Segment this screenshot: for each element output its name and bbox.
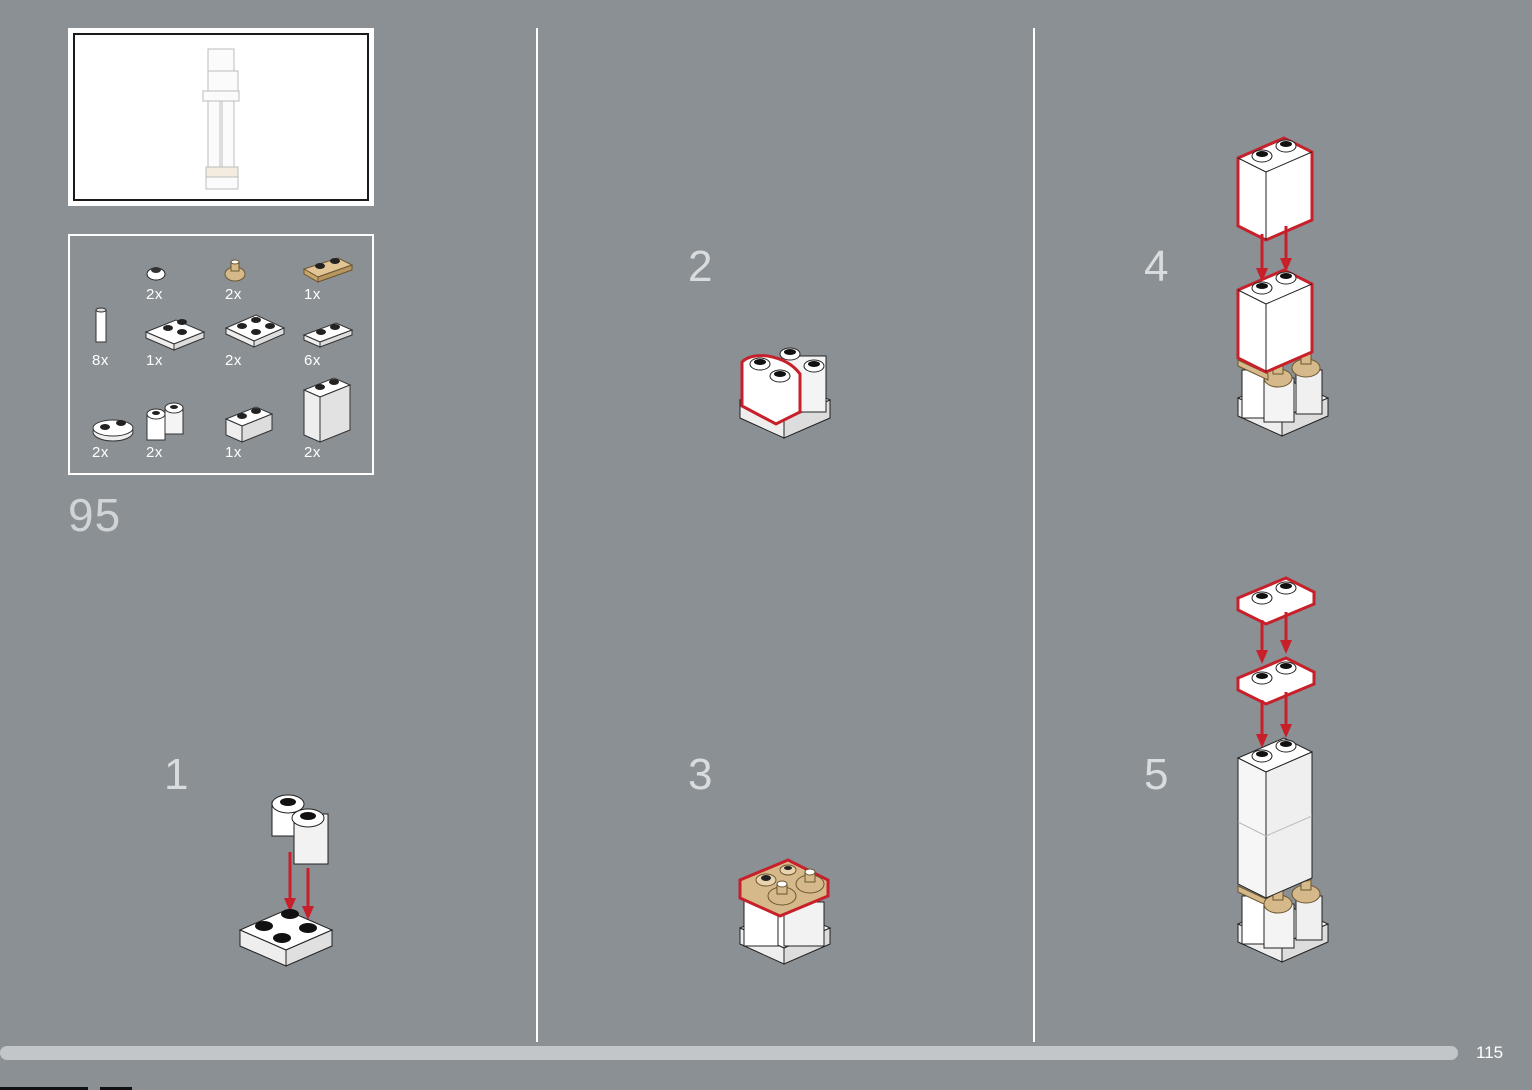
column-divider <box>536 28 538 1042</box>
step-5-diagram <box>1234 572 1334 972</box>
part-qty: 1x <box>304 286 321 303</box>
brick-1x2-white-icon <box>226 407 272 442</box>
step-number-5: 5 <box>1144 750 1168 800</box>
subassembly-number: 95 <box>68 488 121 542</box>
part-qty: 6x <box>304 352 321 369</box>
part-qty: 2x <box>146 286 163 303</box>
round-plate-1x1-white-icon <box>147 267 165 280</box>
part-qty: 1x <box>225 444 242 461</box>
step-number-4: 4 <box>1144 242 1168 292</box>
step-number-2: 2 <box>688 242 712 292</box>
step-1-diagram <box>236 790 336 970</box>
part-qty: 2x <box>146 444 163 461</box>
brick-1x2x2-white-icon <box>304 378 350 442</box>
parts-list: 2x 2x 1x 8x 1x 2x 6x 2x 2x 1x 2x <box>68 234 374 475</box>
plate-1x2-white-icon <box>304 323 352 347</box>
plate-2x2-white-icon <box>226 315 284 347</box>
plate-1x2-tan-icon <box>304 258 352 282</box>
bar-white-icon <box>96 308 106 342</box>
preview-box <box>68 28 374 206</box>
page-progress-bar <box>0 1046 1458 1060</box>
step-3-diagram <box>736 856 836 966</box>
part-qty: 2x <box>225 352 242 369</box>
preview-frame <box>73 33 369 201</box>
step-2-diagram <box>736 340 836 440</box>
page-number: 115 <box>1476 1043 1503 1063</box>
model-preview-icon <box>75 35 375 205</box>
part-qty: 8x <box>92 352 109 369</box>
step-4-diagram <box>1234 134 1334 444</box>
column-divider <box>1033 28 1035 1042</box>
step-number-1: 1 <box>164 750 188 800</box>
round-brick-1x2-white-icon <box>147 403 183 440</box>
part-qty: 1x <box>146 352 163 369</box>
cone-1x1-tan-icon <box>225 260 245 281</box>
part-qty: 2x <box>304 444 321 461</box>
rounded-plate-1x2-white-icon <box>93 420 133 441</box>
corner-plate-2x2-white-icon <box>146 319 204 350</box>
part-qty: 2x <box>92 444 109 461</box>
part-qty: 2x <box>225 286 242 303</box>
step-number-3: 3 <box>688 750 712 800</box>
parts-list-drawings <box>70 236 372 473</box>
